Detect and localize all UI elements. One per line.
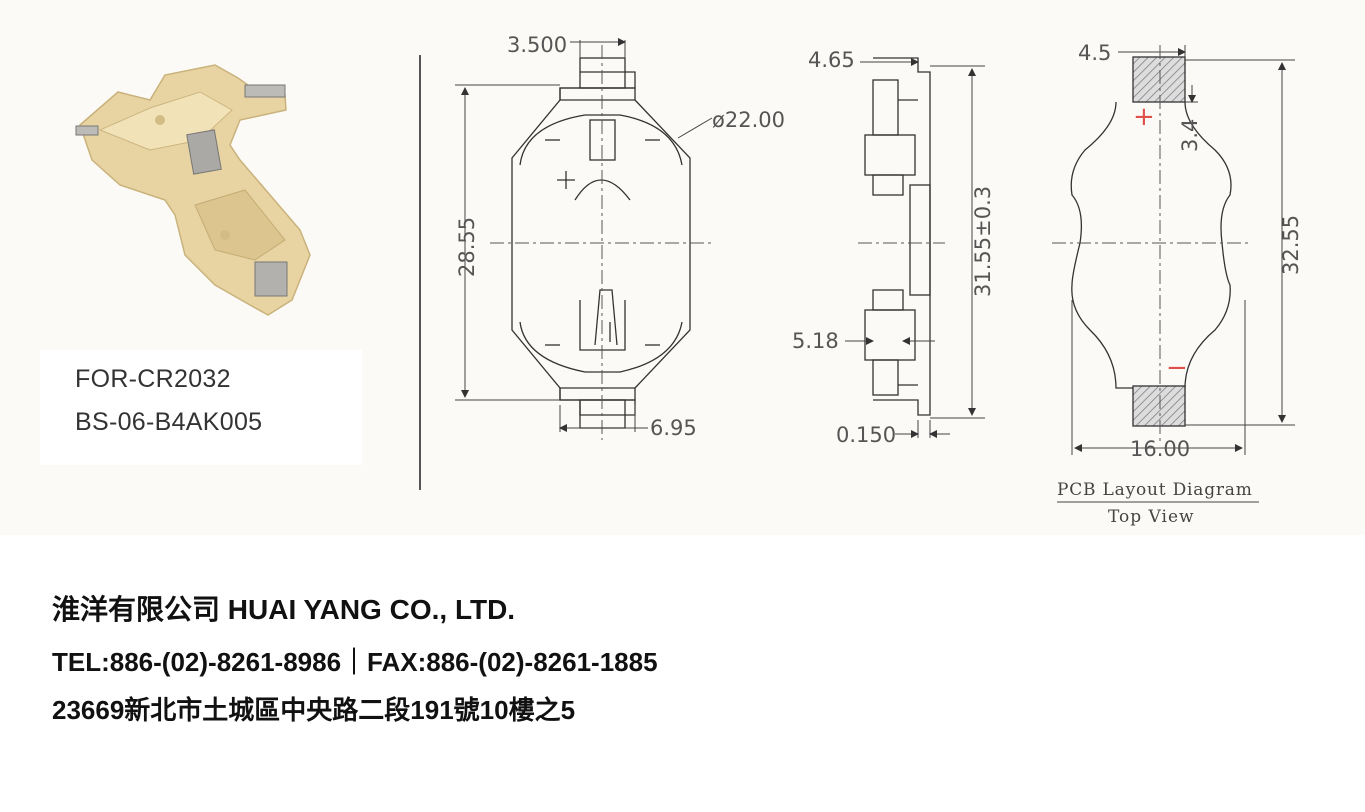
company-address: 23669新北市土城區中央路二段191號10樓之5 [52, 695, 576, 725]
model-label-box: FOR-CR2032 BS-06-B4AK005 [40, 350, 362, 465]
side-view [845, 57, 985, 438]
dim-side-mid: 5.18 [792, 329, 839, 353]
dim-pcb-pad: 3.4 [1178, 119, 1202, 152]
company-contact: TEL:886-(02)-8261-8986｜FAX:886-(02)-8261… [52, 647, 658, 677]
negative-pad [1132, 385, 1186, 427]
dim-side-bottom: 0.150 [836, 423, 896, 447]
model-line-1: FOR-CR2032 [75, 365, 231, 393]
pcb-caption-title: PCB Layout Diagram [1057, 480, 1253, 500]
technical-drawing: 3.500 ø22.00 28.55 6.95 4.65 31.55±0.3 5… [75, 33, 1303, 527]
company-name: 淮洋有限公司 HUAI YANG CO., LTD. [52, 594, 516, 625]
dim-bottom-width: 6.95 [650, 416, 697, 440]
dim-top-width: 3.500 [507, 33, 567, 57]
product-photo [75, 64, 311, 316]
positive-pad [1132, 56, 1186, 103]
dim-pcb-height: 32.55 [1279, 215, 1303, 275]
negative-mark: − [1166, 353, 1188, 383]
pcb-layout [1052, 45, 1295, 503]
dim-pcb-width: 16.00 [1130, 437, 1190, 461]
dim-side-height: 31.55±0.3 [971, 186, 995, 297]
dim-front-height: 28.55 [455, 217, 479, 277]
pcb-caption-subtitle: Top View [1108, 507, 1195, 527]
model-line-2: BS-06-B4AK005 [75, 408, 263, 436]
positive-mark: + [1133, 102, 1155, 132]
dim-pcb-top: 4.5 [1078, 41, 1111, 65]
dim-diameter: ø22.00 [712, 108, 785, 132]
front-view [455, 38, 713, 440]
dim-side-top: 4.65 [808, 48, 855, 72]
